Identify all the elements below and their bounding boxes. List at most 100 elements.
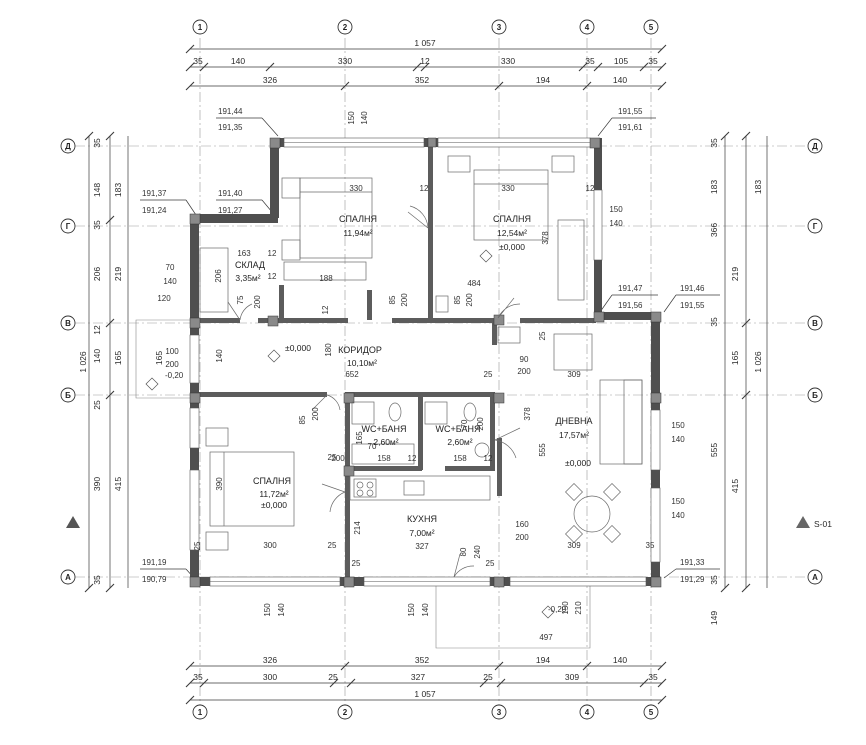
inner-dim: 150 — [263, 603, 272, 617]
room-name: СПАЛНЯ — [339, 214, 377, 224]
axis-label: 2 — [343, 23, 348, 32]
level-mark: 191,35 — [218, 123, 243, 132]
axis-label: 4 — [585, 708, 590, 717]
section-label: S-01 — [814, 519, 832, 529]
axis-label: 4 — [585, 23, 590, 32]
axis-markers-right: Д Г В Б А — [807, 138, 823, 585]
inner-dim: 555 — [538, 443, 547, 457]
axis-label: 3 — [497, 708, 502, 717]
dim: 327 — [411, 672, 425, 682]
room-level: ±0,000 — [285, 343, 311, 353]
inner-dim: 200 — [476, 417, 485, 431]
level-mark: 191,56 — [618, 301, 643, 310]
inner-dim: 150 — [671, 421, 685, 430]
dim: 140 — [613, 75, 627, 85]
inner-dim: 140 — [421, 603, 430, 617]
dim: 219 — [730, 267, 740, 281]
axis-label: А — [812, 573, 818, 582]
axis-label: В — [812, 319, 818, 328]
axis-label: Д — [65, 142, 71, 151]
furniture — [199, 155, 643, 551]
inner-dim: 214 — [353, 521, 362, 535]
inner-dim: 70 — [166, 263, 175, 272]
inner-dim: 140 — [360, 111, 369, 125]
room-level: ±0,000 — [565, 458, 591, 468]
dim-total-left: 1 026 — [78, 351, 88, 373]
dim: 390 — [92, 477, 102, 491]
inner-dim: 390 — [215, 477, 224, 491]
inner-dim: 200 — [165, 360, 179, 369]
dim: 105 — [614, 56, 628, 66]
inner-dim: 206 — [214, 269, 223, 283]
room-area: 2,60м² — [373, 437, 398, 447]
inner-dim: 140 — [277, 603, 286, 617]
axis-label: Б — [65, 391, 71, 400]
inner-dim: 484 — [467, 279, 481, 288]
level-marks: 191,44 191,35 191,55 191,61 191,37 191,2… — [140, 107, 720, 614]
dim: 330 — [501, 56, 515, 66]
inner-dim: 140 — [215, 349, 224, 363]
axis-label: Г — [813, 222, 818, 231]
room-name: КОРИДОР — [338, 345, 382, 355]
inner-dim: 200 — [400, 293, 409, 307]
dim: 165 — [154, 351, 164, 365]
inner-dim: 160 — [515, 520, 529, 529]
inner-dim: 12 — [484, 454, 493, 463]
dim-total-right-inner: 1 026 — [753, 351, 763, 373]
inner-dim: 210 — [574, 601, 583, 615]
dim: 35 — [648, 56, 658, 66]
dim: 35 — [585, 56, 595, 66]
dim: 300 — [263, 672, 277, 682]
inner-dim: 100 — [165, 347, 179, 356]
axis-label: Г — [66, 222, 71, 231]
axis-label: Б — [812, 391, 818, 400]
dim: 12 — [420, 56, 430, 66]
dim: 35 — [648, 672, 658, 682]
level-mark: 191,46 — [680, 284, 705, 293]
level-mark: 191,61 — [618, 123, 643, 132]
level-mark: 191,47 — [618, 284, 643, 293]
dim: 35 — [709, 575, 719, 585]
axis-markers-left: Д Г В Б А — [60, 138, 76, 585]
room-area: 2,60м² — [447, 437, 472, 447]
inner-dim: 652 — [345, 370, 359, 379]
room-name: ДНЕВНА — [555, 416, 592, 426]
dim: 25 — [483, 672, 493, 682]
inner-dim: 309 — [567, 541, 581, 550]
inner-dim: 150 — [561, 601, 570, 615]
room-area: 10,10м² — [347, 358, 377, 368]
dim: 165 — [730, 351, 740, 365]
windows — [189, 137, 661, 587]
dim: 35 — [193, 672, 203, 682]
inner-dim: 90 — [520, 355, 529, 364]
axis-label: 1 — [198, 23, 203, 32]
inner-dim: 158 — [453, 454, 467, 463]
room-area: 3,35м² — [235, 273, 260, 283]
inner-dim: 188 — [319, 274, 333, 283]
level-mark: 190,79 — [142, 575, 167, 584]
axis-markers-bottom: 1 2 3 4 5 — [192, 704, 659, 720]
inner-dim: 200 — [311, 407, 320, 421]
section-arrow-left — [66, 516, 80, 528]
dim: 25 — [92, 400, 102, 410]
terrace-outlines — [135, 319, 591, 649]
inner-dim: 35 — [646, 541, 655, 550]
dim: 149 — [709, 611, 719, 625]
dim: 12 — [92, 325, 102, 335]
inner-dim: 150 — [347, 111, 356, 125]
dim: 352 — [415, 655, 429, 665]
inner-dim: 75 — [236, 295, 245, 304]
dim: 183 — [753, 180, 763, 194]
room-area: 11,72м² — [259, 489, 288, 499]
level-mark: 191,19 — [142, 558, 167, 567]
inner-dim: 150 — [609, 205, 623, 214]
top-dimensions: 1 057 35 140 330 12 330 35 105 35 326 35… — [185, 38, 667, 91]
left-dimensions: 1 026 148 183 206 219 12 140 165 25 390 … — [78, 131, 164, 593]
dim-total-top: 1 057 — [414, 38, 436, 48]
dim: 183 — [709, 180, 719, 194]
level-mark: 191,55 — [618, 107, 643, 116]
inner-dim: 200 — [331, 454, 345, 463]
dim: 35 — [193, 56, 203, 66]
inner-dim: 70 — [460, 419, 469, 428]
